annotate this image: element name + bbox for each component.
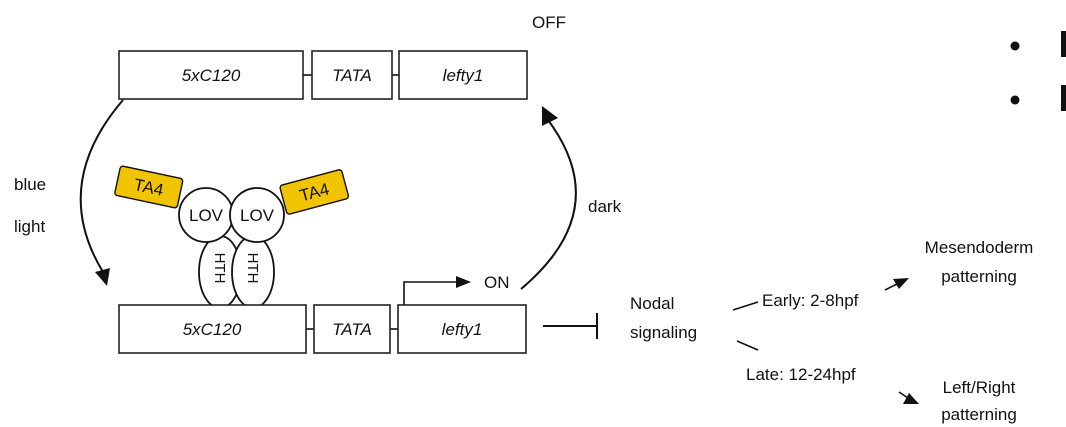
- bottom-promoter-box: [313, 304, 391, 354]
- bottom-enhancer-label: 5xC120: [183, 320, 242, 339]
- light-label: light: [14, 217, 45, 236]
- bottom-gene-label: lefty1: [442, 320, 483, 339]
- ta4-left-tag: [114, 165, 184, 209]
- lov-right-domain: [229, 187, 285, 243]
- late-branch-line: [736, 340, 759, 351]
- top-enhancer-label: 5xC120: [182, 66, 241, 85]
- blue-light-arrow: [79, 99, 124, 286]
- bottom-construct: 5xC120 TATA lefty1: [118, 304, 527, 354]
- top-promoter-label: TATA: [332, 66, 372, 85]
- signaling-label: signaling: [630, 323, 697, 342]
- inhibition-symbol: [543, 313, 598, 339]
- mesendoderm-label: Mesendoderm: [925, 238, 1034, 257]
- early-outcome-arrow: [884, 278, 909, 291]
- top-promoter-box: [311, 50, 393, 100]
- bottom-enhancer-box: [118, 304, 307, 354]
- transcription-arrow: [403, 276, 471, 306]
- early-branch-line: [732, 301, 759, 311]
- dark-arrow: [520, 106, 577, 290]
- on-label: ON: [484, 273, 510, 292]
- mesendoderm-patterning-label: patterning: [941, 267, 1017, 286]
- bullet-dot-1: [1010, 41, 1020, 51]
- bottom-gene-box: [397, 304, 527, 354]
- top-construct: 5xC120 TATA lefty1: [118, 50, 528, 100]
- hth-right-label: HTH: [244, 253, 261, 284]
- bullet-text-fragment-1: [1061, 31, 1066, 57]
- dark-label: dark: [588, 197, 622, 216]
- bottom-promoter-label: TATA: [332, 320, 372, 339]
- late-label: Late: 12-24hpf: [746, 365, 856, 384]
- top-gene-box: [398, 50, 528, 100]
- lov-dimer: HTH HTH LOV LOV TA4 TA4: [114, 165, 350, 309]
- lov-right-label: LOV: [240, 206, 275, 225]
- off-label: OFF: [532, 13, 566, 32]
- early-label: Early: 2-8hpf: [762, 291, 859, 310]
- bullet-dot-2: [1010, 95, 1020, 105]
- nodal-label: Nodal: [630, 294, 674, 313]
- hth-left-label: HTH: [211, 253, 228, 284]
- left-right-label: Left/Right: [943, 378, 1016, 397]
- cropped-bullet-list: [1010, 31, 1066, 111]
- blue-label: blue: [14, 175, 46, 194]
- lov-left-label: LOV: [189, 206, 224, 225]
- late-outcome-arrow: [898, 391, 919, 404]
- top-gene-label: lefty1: [443, 66, 484, 85]
- ta4-right-tag: [279, 169, 350, 215]
- bullet-text-fragment-2: [1061, 85, 1066, 111]
- top-enhancer-box: [118, 50, 304, 100]
- left-right-patterning-label: patterning: [941, 405, 1017, 424]
